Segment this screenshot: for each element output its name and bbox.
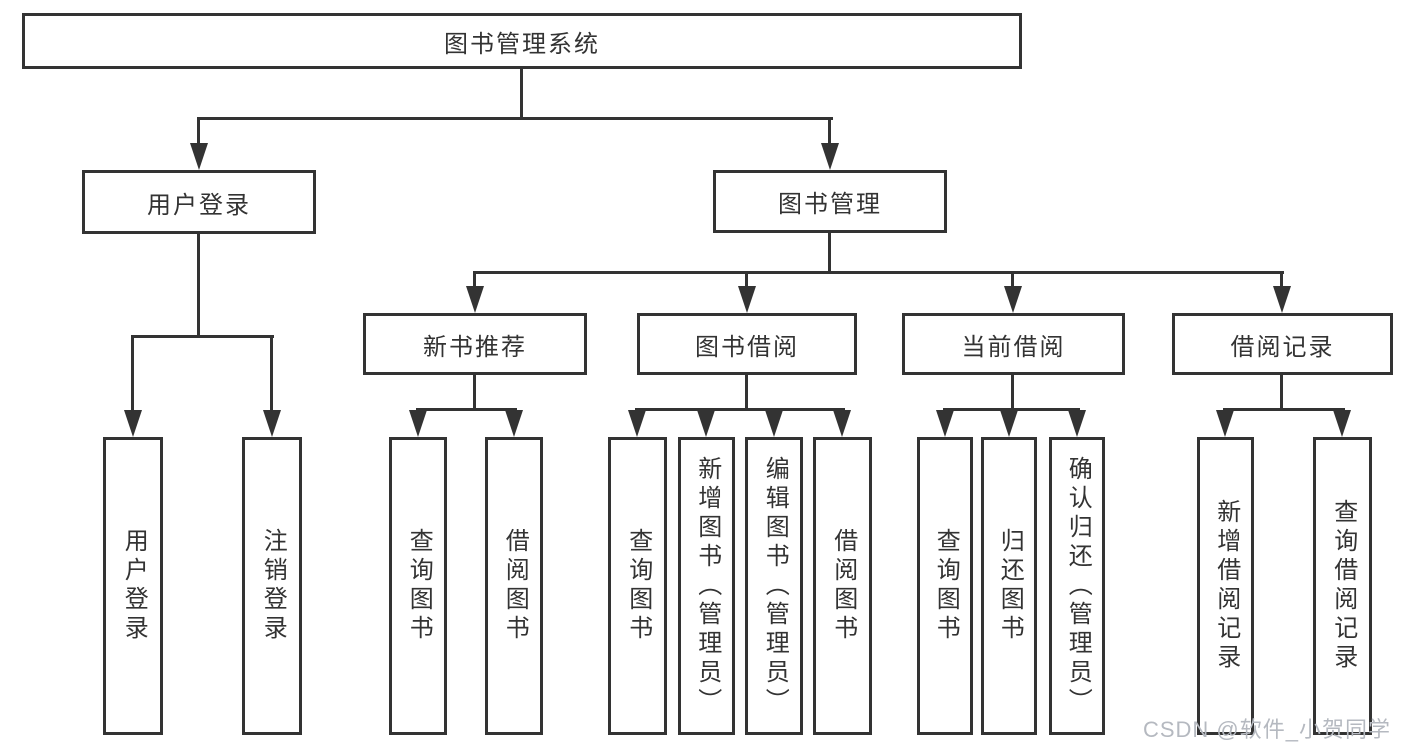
leaf-current-confirm-return-admin: 确认归还（管理员）: [1049, 437, 1105, 735]
connector-line: [1280, 271, 1283, 287]
connector-line: [131, 335, 134, 411]
arrowhead-down-icon: [466, 286, 484, 313]
connector-line: [745, 271, 748, 287]
leaf-records-add-borrow-record: 新增借阅记录: [1197, 437, 1254, 735]
arrowhead-down-icon: [936, 410, 954, 437]
arrowhead-down-icon: [190, 143, 208, 170]
arrowhead-down-icon: [628, 410, 646, 437]
node-current-borrowing: 当前借阅: [902, 313, 1125, 375]
arrowhead-down-icon: [1004, 286, 1022, 313]
leaf-newrec-query-books: 查询图书: [389, 437, 447, 735]
node-book-borrowing: 图书借阅: [637, 313, 857, 375]
leaf-borrowing-edit-books-admin: 编辑图书（管理员）: [745, 437, 803, 735]
connector-line: [131, 335, 274, 338]
connector-line: [270, 335, 273, 411]
leaf-borrowing-borrow-books: 借阅图书: [813, 437, 872, 735]
connector-line: [828, 233, 831, 273]
node-new-book-recommend: 新书推荐: [363, 313, 587, 375]
arrowhead-down-icon: [1068, 410, 1086, 437]
leaf-records-query-borrow-record: 查询借阅记录: [1313, 437, 1372, 735]
arrowhead-down-icon: [697, 410, 715, 437]
connector-line: [745, 375, 748, 410]
arrowhead-down-icon: [1333, 410, 1351, 437]
connector-line: [197, 233, 200, 337]
arrowhead-down-icon: [263, 410, 281, 437]
csdn-watermark: CSDN @软件_小贺同学: [1142, 717, 1391, 742]
arrowhead-down-icon: [821, 143, 839, 170]
connector-line: [473, 375, 476, 410]
connector-line: [635, 408, 845, 411]
connector-line: [197, 117, 833, 120]
leaf-user-login: 用户登录: [103, 437, 163, 735]
node-borrow-records: 借阅记录: [1172, 313, 1393, 375]
arrowhead-down-icon: [1273, 286, 1291, 313]
node-user-login: 用户登录: [82, 170, 316, 234]
leaf-borrowing-query-books: 查询图书: [608, 437, 667, 735]
node-book-management: 图书管理: [713, 170, 947, 233]
connector-line: [473, 271, 476, 287]
arrowhead-down-icon: [1216, 410, 1234, 437]
arrowhead-down-icon: [505, 410, 523, 437]
node-root-system: 图书管理系统: [22, 13, 1022, 69]
arrowhead-down-icon: [765, 410, 783, 437]
leaf-newrec-borrow-books: 借阅图书: [485, 437, 543, 735]
leaf-current-return-books: 归还图书: [981, 437, 1037, 735]
leaf-borrowing-add-books-admin: 新增图书（管理员）: [678, 437, 735, 735]
arrowhead-down-icon: [833, 410, 851, 437]
connector-line: [943, 408, 1080, 411]
connector-line: [1011, 271, 1014, 287]
arrowhead-down-icon: [124, 410, 142, 437]
arrowhead-down-icon: [1000, 410, 1018, 437]
connector-line: [416, 408, 517, 411]
connector-line: [473, 271, 1284, 274]
arrowhead-down-icon: [409, 410, 427, 437]
arrowhead-down-icon: [738, 286, 756, 313]
connector-line: [197, 117, 200, 144]
leaf-logout: 注销登录: [242, 437, 302, 735]
leaf-current-query-books: 查询图书: [917, 437, 973, 735]
connector-line: [828, 117, 831, 144]
connector-line: [1011, 375, 1014, 410]
connector-line: [1223, 408, 1345, 411]
connector-line: [520, 69, 523, 120]
connector-line: [1280, 375, 1283, 410]
